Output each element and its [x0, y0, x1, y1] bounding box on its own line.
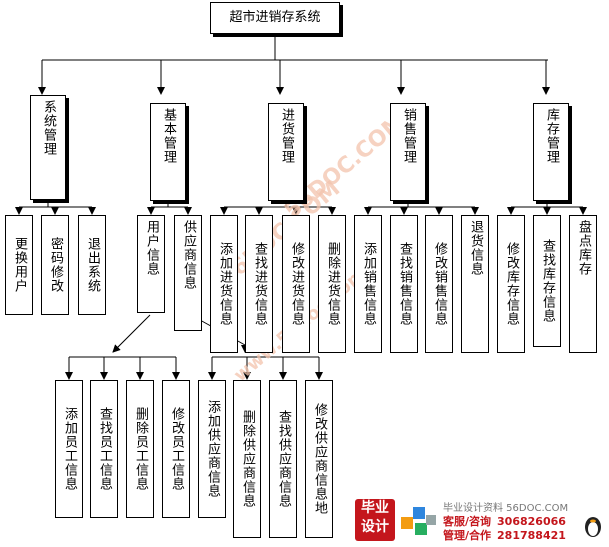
- node-supplier-info: 供应商信息: [174, 215, 202, 331]
- module-basic-management: 基本管理: [150, 103, 186, 201]
- brand-logo: 毕业设计: [355, 499, 395, 541]
- node-change-user: 更换用户: [5, 215, 33, 315]
- node-add-purchase: 添加进货信息: [210, 215, 238, 353]
- node-find-supplier: 查找供应商信息: [269, 380, 297, 538]
- node-exit-system: 退出系统: [78, 215, 106, 315]
- node-find-employee: 查找员工信息: [90, 380, 118, 518]
- penguin-icon: [585, 517, 601, 537]
- node-find-purchase: 查找进货信息: [245, 215, 273, 353]
- brand-site: 毕业设计资料 56DOC.COM: [443, 503, 569, 514]
- node-edit-purchase: 修改进货信息: [282, 215, 310, 353]
- node-stocktake: 盘点库存: [569, 215, 597, 353]
- module-sales-management: 销售管理: [390, 103, 426, 201]
- cubes-icon: [401, 507, 436, 535]
- node-add-sales: 添加销售信息: [354, 215, 382, 353]
- module-inventory-management: 库存管理: [533, 103, 569, 201]
- root-node: 超市进销存系统: [210, 2, 340, 34]
- module-purchase-management: 进货管理: [268, 103, 304, 201]
- node-find-sales: 查找销售信息: [390, 215, 418, 353]
- node-edit-sales: 修改销售信息: [425, 215, 453, 353]
- node-edit-inventory: 修改库存信息: [497, 215, 525, 353]
- node-user-info: 用户信息: [137, 215, 165, 313]
- node-find-inventory: 查找库存信息: [533, 215, 561, 347]
- node-delete-supplier: 删除供应商信息: [233, 380, 261, 538]
- node-edit-employee: 修改员工信息: [162, 380, 190, 518]
- node-edit-supplier: 修改供应商信息地: [305, 380, 333, 538]
- root-node-label: 超市进销存系统: [229, 10, 321, 25]
- node-add-employee: 添加员工信息: [55, 380, 83, 518]
- connector-line: [112, 314, 151, 353]
- node-return-goods: 退货信息: [461, 215, 489, 353]
- node-change-password: 密码修改: [41, 215, 69, 315]
- node-delete-employee: 删除员工信息: [126, 380, 154, 518]
- node-add-supplier: 添加供应商信息: [198, 380, 226, 518]
- node-delete-purchase: 删除进货信息: [318, 215, 346, 353]
- module-system-management: 系统管理: [30, 95, 66, 200]
